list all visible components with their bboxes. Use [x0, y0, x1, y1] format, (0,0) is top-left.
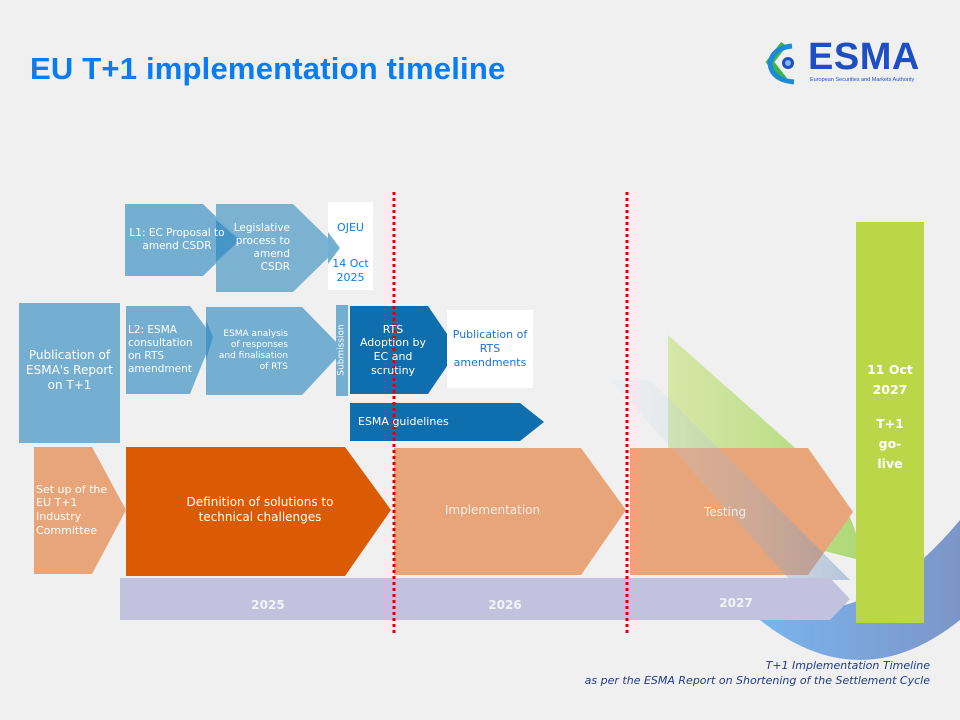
golive-bar [856, 222, 924, 623]
adoption-arrow [350, 306, 458, 394]
consultation-label: L2: ESMA consultation on RTS amendment [128, 323, 193, 376]
definition-label: Definition of solutions to technical cha… [186, 495, 334, 524]
year-2025: 2025 [251, 597, 285, 612]
logo-subtitle: European Securities and Markets Authorit… [810, 77, 915, 83]
golive-text: 11 Oct 2027 T+1 go- live [856, 360, 924, 474]
implementation-label: Implementation [444, 502, 541, 517]
l1-proposal-label: L1: EC Proposal to amend CSDR [129, 226, 225, 252]
adoption-label: RTS Adoption by EC and scrutiny [359, 322, 427, 377]
year-2027: 2027 [719, 595, 753, 610]
testing-label: Testing [703, 504, 747, 519]
golive-label-line3: live [877, 456, 903, 471]
implementation-arrow [394, 448, 626, 575]
ojeu-label: OJEU [337, 221, 364, 235]
analysis-arrow [206, 307, 344, 395]
diagonal-streak [610, 380, 850, 580]
esma-logo: ESMA European Securities and Markets Aut… [762, 36, 932, 88]
l1-proposal-arrow [125, 204, 240, 276]
year-2026: 2026 [488, 597, 522, 612]
consultation-arrow [126, 306, 213, 394]
golive-label-line2: go- [878, 436, 902, 451]
submission-bar [336, 305, 348, 396]
caption-line1: T+1 Implementation Timeline [765, 659, 930, 672]
logo-wordmark: ESMA [808, 36, 920, 78]
setup-label: Set up of the EU T+1 Industry Committee [36, 482, 108, 537]
blue-swoosh [760, 520, 960, 660]
ojeu-date: 14 Oct 2025 [332, 257, 369, 284]
golive-date-line2: 2027 [872, 382, 908, 397]
caption-line2: as per the ESMA Report on Shortening of … [584, 674, 930, 688]
page-title: EU T+1 implementation timeline [30, 51, 506, 86]
publication-box [447, 310, 533, 388]
guidelines-arrow [350, 403, 544, 441]
report-box [19, 303, 120, 443]
guidelines-label: ESMA guidelines [358, 415, 449, 429]
submission-label: Submission [336, 324, 347, 376]
golive-label-line1: T+1 [876, 416, 904, 431]
legislative-process-label: Legislative process to amend CSDR [233, 221, 290, 274]
golive-date-line1: 11 Oct [867, 362, 913, 377]
report-label: Publication of ESMA's Report on T+1 [26, 347, 113, 392]
legislative-process-arrow [216, 204, 338, 292]
caption: T+1 Implementation Timeline as per the E… [585, 658, 930, 689]
esma-eye-icon [765, 41, 795, 85]
analysis-label: ESMA analysis of responses and finalisat… [218, 328, 288, 373]
definition-arrow [126, 447, 391, 576]
year-bar [120, 578, 850, 620]
setup-arrow [34, 447, 126, 574]
publication-label: Publication of RTS amendments [452, 328, 528, 369]
